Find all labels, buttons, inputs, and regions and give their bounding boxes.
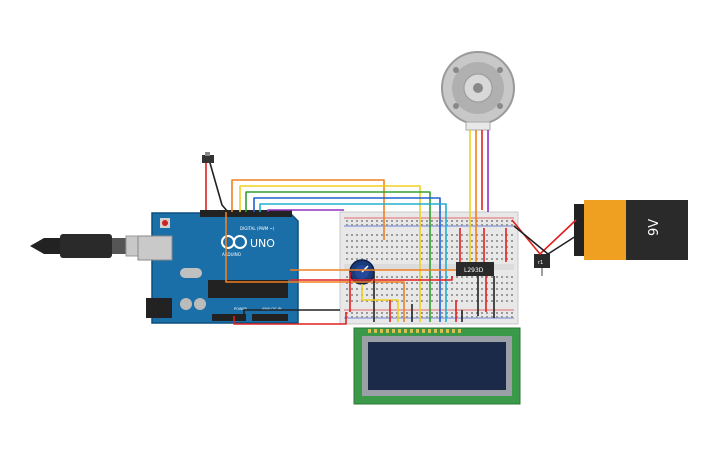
dc-motor-icon[interactable] (441, 51, 515, 131)
driver-chip-label: L293D (464, 267, 484, 274)
battery-9v: 9V (574, 200, 688, 260)
lcd-display (353, 327, 521, 405)
wire-black (209, 162, 229, 213)
wire-red-power (233, 312, 347, 325)
usb-cable-icon (30, 234, 155, 258)
breadboard-holes (346, 220, 513, 318)
arduino-digital-label: DIGITAL (PWM ~) (240, 226, 275, 231)
wire-yellow (239, 185, 421, 322)
arduino-uno-board[interactable]: UNO ARDUINO DIGITAL (PWM ~) POWER ANALOG… (137, 210, 299, 324)
wire-blue (253, 197, 441, 322)
motor-driver-chip[interactable]: L293D (456, 262, 494, 276)
voltage-regulator: r1 (534, 254, 550, 268)
wire-purple (267, 209, 344, 212)
lcd-pin-header (368, 329, 461, 333)
wire-battery-red (511, 219, 577, 255)
wires (205, 130, 577, 325)
wire-yellow-pot (361, 284, 399, 322)
regulator-label: r1 (538, 260, 543, 266)
arduino-model-label: UNO (250, 237, 275, 250)
wire-orange-2 (225, 212, 405, 322)
wire-arduino-chip-2 (290, 276, 453, 281)
wire-battery-black (513, 225, 577, 255)
battery-label: 9V (647, 219, 662, 236)
switch-icon[interactable] (202, 152, 214, 163)
wire-cyan (259, 203, 447, 322)
arduino-analog-label: ANALOG IN (262, 307, 282, 311)
arduino-brand-label: ARDUINO (222, 252, 241, 257)
arduino-power-label: POWER (234, 307, 248, 311)
wire-orange (231, 179, 385, 240)
wire-black-gnd (243, 309, 340, 316)
wire-green (245, 191, 431, 322)
